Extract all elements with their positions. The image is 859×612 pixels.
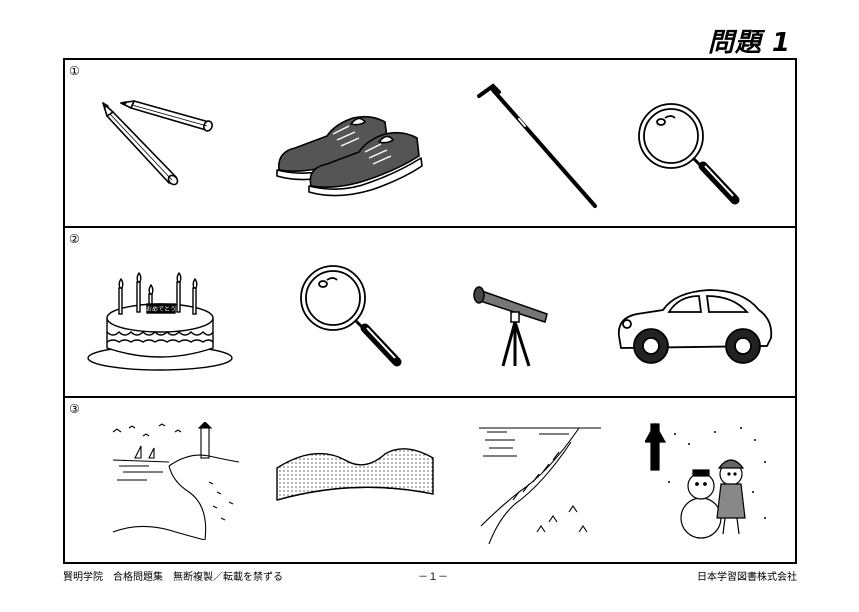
question-row-2: ② おめでとう — [65, 228, 795, 398]
seaside-lighthouse-icon — [112, 422, 240, 540]
footer-publisher: 日本学習図書株式会社 — [697, 572, 797, 583]
question-frame: ① — [63, 58, 797, 564]
pencils-icon — [102, 100, 213, 186]
question-row-3: ③ — [65, 398, 795, 562]
magnifying-glass-icon — [300, 265, 402, 367]
walking-cane-icon — [477, 83, 597, 208]
telescope-icon — [473, 286, 548, 367]
row-number-1: ① — [69, 64, 80, 78]
birthday-cake-icon: おめでとう — [87, 271, 233, 371]
sneakers-icon — [276, 115, 423, 197]
cake-plate-text: おめでとう — [146, 306, 176, 313]
row-number-3: ③ — [69, 402, 80, 416]
snowman-child-icon — [645, 422, 766, 539]
hills-landscape-icon — [276, 448, 434, 501]
question-row-1: ① — [65, 60, 795, 228]
page-title: 問題 1 — [707, 28, 791, 58]
row-number-2: ② — [69, 232, 80, 246]
magnifying-glass-icon — [638, 103, 740, 205]
cliff-river-icon — [479, 427, 601, 544]
car-icon — [617, 289, 773, 364]
footer-copyright: 賢明学院 合格問題集 無断複製／転載を禁ずる — [63, 572, 283, 583]
footer-page-number: －１－ — [418, 572, 448, 583]
